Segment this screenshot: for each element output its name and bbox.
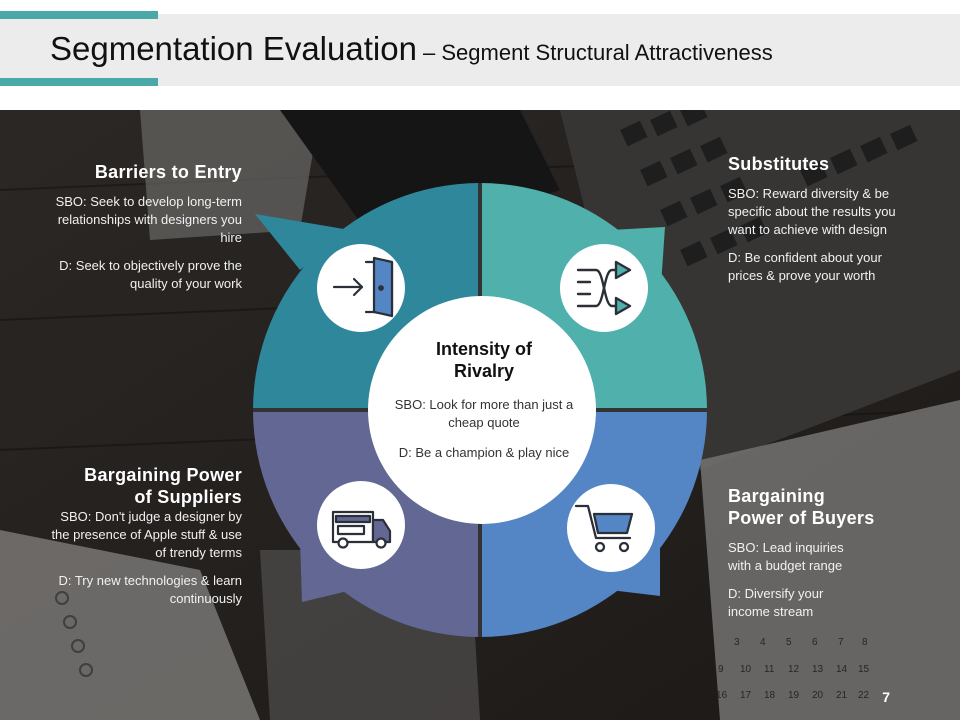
suppliers-block: Bargaining Power of Suppliers SBO: Don't…	[42, 464, 242, 608]
center-title-line1: Intensity of	[378, 338, 590, 360]
suppliers-sbo: SBO: Don't judge a designer by the prese…	[42, 508, 242, 562]
substitutes-block: Substitutes SBO: Reward diversity & be s…	[728, 153, 918, 285]
center-rivalry-block: Intensity of Rivalry SBO: Look for more …	[378, 338, 590, 462]
substitutes-sbo: SBO: Reward diversity & be specific abou…	[728, 185, 918, 239]
barriers-sbo: SBO: Seek to develop long-term relations…	[42, 193, 242, 247]
buyers-heading: Bargaining Power of Buyers	[728, 485, 928, 529]
buyers-sbo: SBO: Lead inquiries with a budget range	[728, 539, 868, 575]
buyers-d: D: Diversify your income stream	[728, 585, 868, 621]
buyers-heading-line1: Bargaining	[728, 485, 928, 507]
suppliers-heading-line2: of Suppliers	[42, 486, 242, 508]
barriers-heading: Barriers to Entry	[42, 161, 242, 183]
suppliers-heading-line1: Bargaining Power	[42, 464, 242, 486]
page-number: 7	[882, 689, 890, 705]
suppliers-d: D: Try new technologies & learn continuo…	[42, 572, 242, 608]
center-title: Intensity of Rivalry	[378, 338, 590, 382]
barriers-d: D: Seek to objectively prove the quality…	[42, 257, 242, 293]
barriers-to-entry-block: Barriers to Entry SBO: Seek to develop l…	[42, 161, 242, 293]
center-sbo: SBO: Look for more than just a cheap quo…	[378, 396, 590, 432]
buyers-heading-line2: Power of Buyers	[728, 507, 928, 529]
suppliers-heading: Bargaining Power of Suppliers	[42, 464, 242, 508]
center-title-line2: Rivalry	[378, 360, 590, 382]
center-d: D: Be a champion & play nice	[378, 444, 590, 462]
substitutes-d: D: Be confident about your prices & prov…	[728, 249, 918, 285]
substitutes-heading: Substitutes	[728, 153, 918, 175]
buyers-block: Bargaining Power of Buyers SBO: Lead inq…	[728, 485, 928, 621]
